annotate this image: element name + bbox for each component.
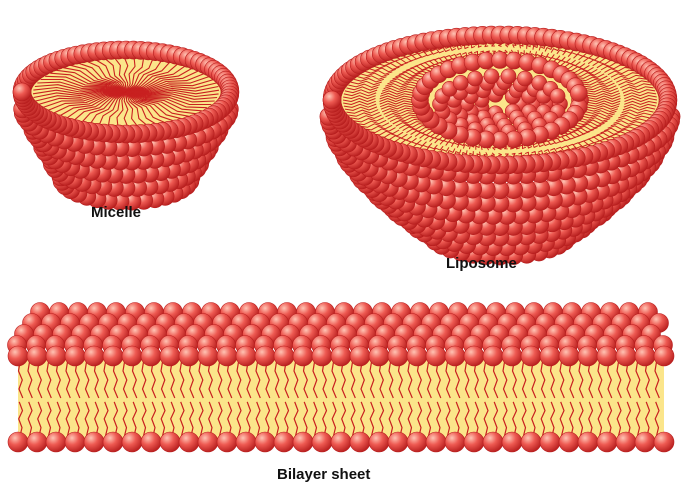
lipid-head xyxy=(464,346,484,366)
lipid-head xyxy=(597,432,617,452)
lipid-head xyxy=(570,85,587,102)
lipid-head xyxy=(635,432,655,452)
bilayer-sheet-label: Bilayer sheet xyxy=(277,466,370,483)
lipid-head xyxy=(445,432,465,452)
lipid-head xyxy=(388,432,408,452)
lipid-head xyxy=(293,432,313,452)
lipid-head xyxy=(483,432,503,452)
lipid-head xyxy=(103,346,123,366)
lipid-head xyxy=(616,432,636,452)
lipid-head xyxy=(521,432,541,452)
lipid-head xyxy=(559,432,579,452)
lipid-head xyxy=(426,346,446,366)
lipid-head xyxy=(198,346,218,366)
lipid-head xyxy=(453,75,468,90)
lipid-head xyxy=(350,346,370,366)
lipid-head xyxy=(255,346,275,366)
lipid-head xyxy=(578,346,598,366)
lipid-head xyxy=(426,432,446,452)
micelle-illustration xyxy=(13,41,239,210)
micelle-label: Micelle xyxy=(91,204,141,221)
lipid-head xyxy=(160,432,180,452)
lipid-head xyxy=(8,432,28,452)
lipid-head xyxy=(84,346,104,366)
lipid-head xyxy=(198,432,218,452)
lipid-head xyxy=(255,432,275,452)
lipid-head xyxy=(103,432,123,452)
lipid-head xyxy=(559,346,579,366)
lipid-head xyxy=(464,432,484,452)
lipid-head xyxy=(141,432,161,452)
lipid-head xyxy=(331,346,351,366)
lipid-head xyxy=(501,69,516,84)
lipid-head xyxy=(578,432,598,452)
lipid-head xyxy=(84,432,104,452)
liposome-illustration xyxy=(320,26,680,265)
bilayer-sheet-illustration xyxy=(8,303,675,453)
lipid-head xyxy=(27,346,47,366)
lipid-head xyxy=(122,346,142,366)
lipid-head xyxy=(312,432,332,452)
lipid-head xyxy=(331,432,351,452)
lipid-head xyxy=(540,346,560,366)
lipid-head xyxy=(293,346,313,366)
lipid-head xyxy=(122,432,142,452)
lipid-head xyxy=(274,346,294,366)
lipid-head xyxy=(141,346,161,366)
lipid-head xyxy=(274,432,294,452)
lipid-head xyxy=(654,432,674,452)
lipid-head xyxy=(179,432,199,452)
lipid-head xyxy=(46,346,66,366)
lipid-head xyxy=(369,432,389,452)
lipid-head xyxy=(13,83,31,101)
lipid-head xyxy=(468,71,483,86)
lipid-head xyxy=(654,346,674,366)
lipid-head xyxy=(27,432,47,452)
lipid-head xyxy=(65,432,85,452)
lipid-head xyxy=(236,432,256,452)
lipid-head xyxy=(484,69,499,84)
lipid-head xyxy=(350,432,370,452)
lipid-head xyxy=(8,346,28,366)
lipid-head xyxy=(65,346,85,366)
hydrophobic-band xyxy=(18,356,664,442)
lipid-head xyxy=(521,346,541,366)
lipid-head xyxy=(540,432,560,452)
lipid-head xyxy=(323,91,341,109)
lipid-head xyxy=(483,346,503,366)
lipid-head xyxy=(597,346,617,366)
lipid-head xyxy=(46,432,66,452)
lipid-head xyxy=(369,346,389,366)
lipid-head xyxy=(635,346,655,366)
lipid-head xyxy=(160,346,180,366)
lipid-head xyxy=(217,432,237,452)
lipid-head xyxy=(445,346,465,366)
lipid-head xyxy=(502,346,522,366)
lipid-head xyxy=(550,89,565,104)
lipid-head xyxy=(517,71,532,86)
lipid-head xyxy=(388,346,408,366)
lipid-head xyxy=(502,432,522,452)
liposome-label: Liposome xyxy=(446,255,517,272)
lipid-head xyxy=(407,432,427,452)
lipid-head xyxy=(217,346,237,366)
lipid-head xyxy=(236,346,256,366)
lipid-head xyxy=(312,346,332,366)
lipid-head xyxy=(179,346,199,366)
lipid-head xyxy=(407,346,427,366)
lipid-head xyxy=(616,346,636,366)
